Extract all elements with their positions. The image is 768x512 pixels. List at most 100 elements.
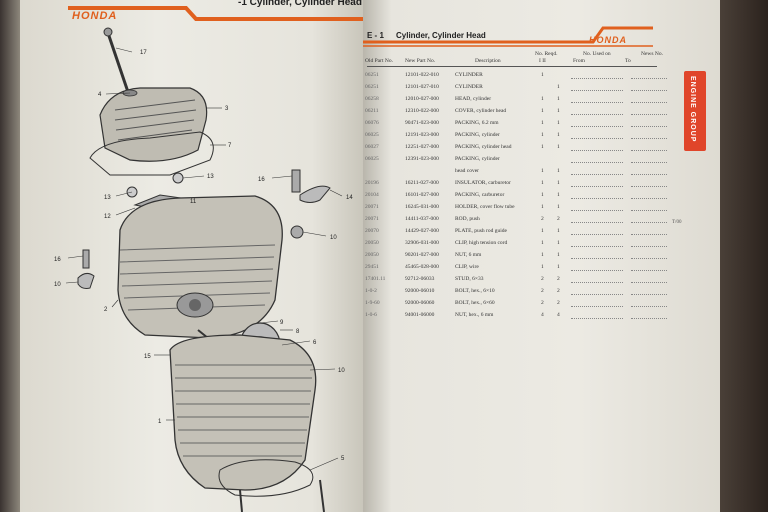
dotted-leader xyxy=(571,270,623,271)
callout-1: 1 xyxy=(158,419,162,425)
new-part-cell: 45465-028-000 xyxy=(405,264,439,270)
description-cell: NUT, 6 mm xyxy=(455,252,482,258)
col-no-used-on: No. Used on xyxy=(583,51,611,57)
old-part-cell: 06025 xyxy=(365,132,379,138)
new-part-cell: 90201-027-000 xyxy=(405,252,439,258)
callout-8: 8 xyxy=(296,329,300,335)
head-cover-part xyxy=(99,87,208,162)
qty-type2-cell: 1 xyxy=(557,252,560,258)
qty-type2-cell: 2 xyxy=(557,216,560,222)
qty-type1-cell: 2 xyxy=(541,216,544,222)
dotted-leader xyxy=(571,282,623,283)
dotted-leader xyxy=(571,102,623,103)
dotted-leader xyxy=(631,306,667,307)
description-cell: CYLINDER xyxy=(455,72,483,78)
description-cell: PACKING, cylinder xyxy=(455,156,500,162)
exploded-engine-drawing: 17 4 3 7 13 13 12 11 16 14 10 16 10 2 9 … xyxy=(54,27,353,512)
col-old-part: Old Part No. xyxy=(365,58,393,64)
callout-7: 7 xyxy=(228,143,232,149)
callout-9: 9 xyxy=(280,320,284,326)
callout-15: 15 xyxy=(144,354,151,360)
qty-type1-cell: 4 xyxy=(541,312,544,318)
dotted-leader xyxy=(631,138,667,139)
dotted-leader xyxy=(631,114,667,115)
new-part-cell: 32906-031-000 xyxy=(405,240,439,246)
right-header-bar xyxy=(363,26,653,47)
dotted-leader xyxy=(631,102,667,103)
qty-type1-cell: 1 xyxy=(541,264,544,270)
dotted-leader xyxy=(571,90,623,91)
dotted-leader xyxy=(631,162,667,163)
old-part-cell: 1-0-6 xyxy=(365,312,377,318)
engine-group-tab[interactable] xyxy=(684,71,706,151)
old-part-cell: 20050 xyxy=(365,240,379,246)
new-part-cell: 16245-031-000 xyxy=(405,204,439,210)
qty-type2-cell: 2 xyxy=(557,288,560,294)
callout-2: 2 xyxy=(104,307,108,313)
old-part-cell: 06251 xyxy=(365,72,379,78)
callout-13: 13 xyxy=(207,174,214,180)
dotted-leader xyxy=(571,126,623,127)
dotted-leader xyxy=(571,258,623,259)
cylinder-part xyxy=(169,334,317,491)
old-part-cell: 06027 xyxy=(365,144,379,150)
col-new-part: New Part No. xyxy=(405,58,436,64)
new-part-cell: 14411-037-000 xyxy=(405,216,439,222)
qty-type1-cell: 1 xyxy=(541,252,544,258)
callout-11: 11 xyxy=(190,199,197,205)
qty-type2-cell: 1 xyxy=(557,180,560,186)
qty-type2-cell: 1 xyxy=(557,240,560,246)
right-page: E - 1 Cylinder, Cylinder Head HONDA Old … xyxy=(363,0,720,512)
col-no-reqd: No. Reqd. xyxy=(535,51,558,57)
callout-10: 10 xyxy=(338,368,345,374)
description-cell: head cover xyxy=(455,168,479,174)
qty-type2-cell: 1 xyxy=(557,84,560,90)
col-news: News No. xyxy=(641,51,663,57)
qty-type1-cell: 1 xyxy=(541,180,544,186)
qty-type1-cell: 1 xyxy=(541,120,544,126)
dotted-leader xyxy=(571,234,623,235)
old-part-cell: 06076 xyxy=(365,120,379,126)
qty-type1-cell: 1 xyxy=(541,240,544,246)
dotted-leader xyxy=(631,210,667,211)
col-no-reqd-sub: I II xyxy=(539,58,546,64)
qty-type2-cell: 1 xyxy=(557,228,560,234)
background-right xyxy=(720,0,768,512)
new-part-cell: 12251-027-000 xyxy=(405,144,439,150)
description-cell: BOLT, hex., 6×60 xyxy=(455,300,495,306)
description-cell: PACKING, cylinder xyxy=(455,132,500,138)
qty-type2-cell: 1 xyxy=(557,96,560,102)
header-rule xyxy=(367,66,657,67)
section-code: E - 1 xyxy=(367,31,384,40)
margin-note: T/00 xyxy=(672,220,682,225)
dotted-leader xyxy=(571,162,623,163)
dotted-leader xyxy=(631,174,667,175)
new-part-cell: 12010-027-000 xyxy=(405,96,439,102)
new-part-cell: 16211-027-000 xyxy=(405,180,439,186)
qty-type1-cell: 1 xyxy=(541,168,544,174)
qty-type2-cell: 4 xyxy=(557,312,560,318)
dotted-leader xyxy=(631,126,667,127)
dotted-leader xyxy=(571,174,623,175)
dotted-leader xyxy=(631,186,667,187)
book-spine-left xyxy=(0,0,20,512)
qty-type1-cell: 1 xyxy=(541,204,544,210)
new-part-cell: 90471-023-000 xyxy=(405,120,439,126)
dotted-leader xyxy=(631,150,667,151)
qty-type1-cell: 1 xyxy=(541,132,544,138)
dotted-leader xyxy=(571,246,623,247)
left-header-title: -1 Cylinder, Cylinder Head xyxy=(238,0,362,8)
qty-type2-cell: 1 xyxy=(557,204,560,210)
old-part-cell: 1-9-60 xyxy=(365,300,380,306)
old-part-cell: 06251 xyxy=(365,84,379,90)
callout-10: 10 xyxy=(330,235,337,241)
section-title: Cylinder, Cylinder Head xyxy=(396,31,486,40)
qty-type2-cell: 1 xyxy=(557,132,560,138)
